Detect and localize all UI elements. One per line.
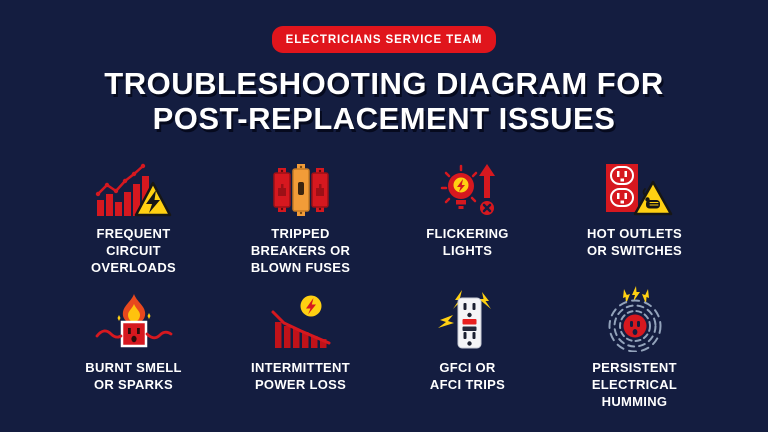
rising-bars-warning-triangle-icon (95, 156, 173, 218)
brand-badge: ELECTRICIANS SERVICE TEAM (271, 26, 497, 53)
issue-gfci-afci-trips: GFCI OR AFCI TRIPS (384, 289, 551, 410)
issue-label: BURNT SMELL OR SPARKS (85, 359, 182, 392)
hot-outlet-warning-hand-icon (596, 156, 674, 218)
issue-label: FREQUENT CIRCUIT OVERLOADS (90, 226, 177, 276)
issue-label: GFCI OR AFCI TRIPS (429, 359, 506, 392)
issues-grid: FREQUENT CIRCUIT OVERLOADS (0, 156, 768, 410)
issue-label: FLICKERING LIGHTS (426, 226, 509, 259)
issue-flickering-lights: FLICKERING LIGHTS (384, 156, 551, 276)
issue-frequent-circuit-overloads: FREQUENT CIRCUIT OVERLOADS (50, 156, 217, 276)
issue-label: TRIPPED BREAKERS OR BLOWN FUSES (250, 226, 351, 276)
issue-label: PERSISTENT ELECTRICAL HUMMING (591, 359, 678, 409)
issue-persistent-humming: PERSISTENT ELECTRICAL HUMMING (551, 285, 718, 410)
issue-label: HOT OUTLETS OR SWITCHES (586, 226, 683, 259)
humming-outlet-waves-icon (599, 285, 671, 352)
circuit-breakers-icon (270, 156, 332, 218)
flickering-bulb-icon (437, 156, 499, 218)
infographic: ELECTRICIANS SERVICE TEAM TROUBLESHOOTIN… (0, 26, 768, 432)
issue-hot-outlets: HOT OUTLETS OR SWITCHES (551, 156, 718, 276)
issue-burnt-smell: BURNT SMELL OR SPARKS (50, 290, 217, 410)
burning-outlet-icon (95, 290, 173, 352)
page-title-line1: TROUBLESHOOTING DIAGRAM FOR (104, 66, 664, 101)
gfci-outlet-bolts-icon (437, 289, 499, 352)
issue-intermittent-power-loss: INTERMITTENT POWER LOSS (217, 290, 384, 410)
issue-label: INTERMITTENT POWER LOSS (251, 359, 350, 392)
issue-tripped-breakers: TRIPPED BREAKERS OR BLOWN FUSES (217, 156, 384, 276)
falling-bars-bolt-icon (269, 290, 333, 352)
brand-badge-label: ELECTRICIANS SERVICE TEAM (285, 34, 483, 46)
page-title-line2: POST-REPLACEMENT ISSUES (152, 101, 616, 137)
